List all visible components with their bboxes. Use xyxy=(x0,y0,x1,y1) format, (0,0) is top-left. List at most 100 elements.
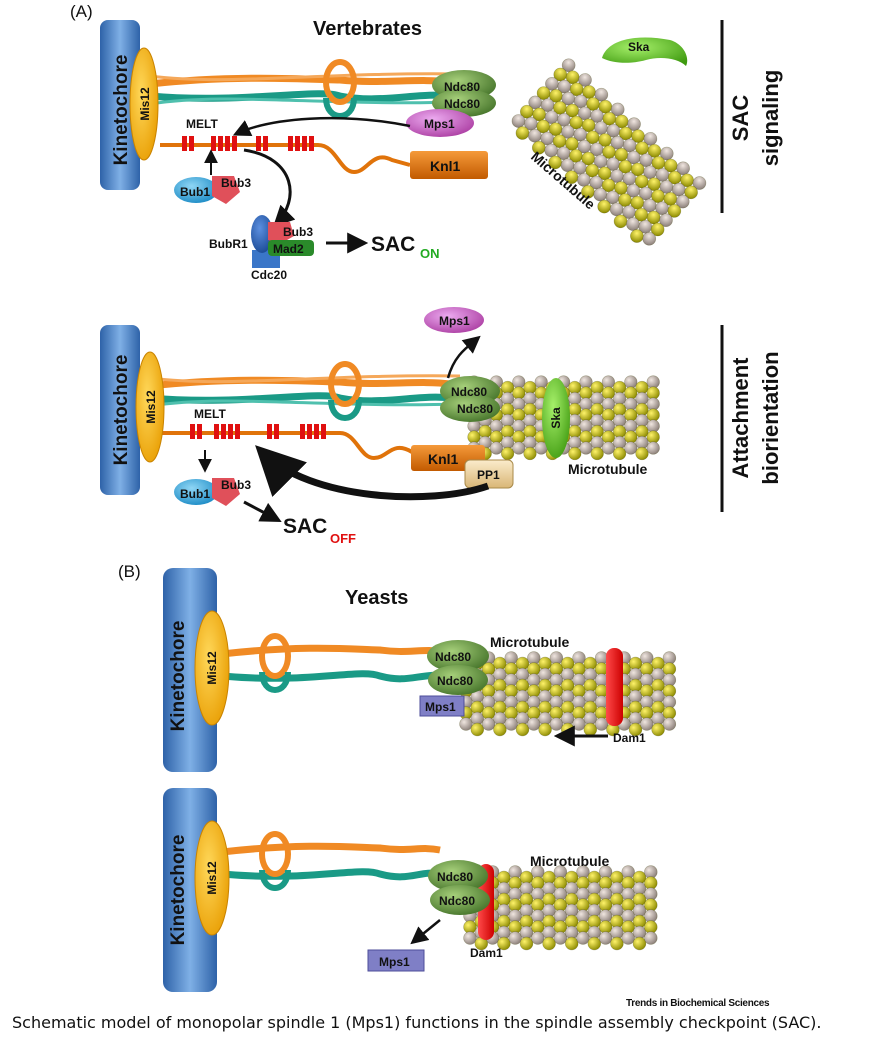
orange-fiber-2 xyxy=(149,374,461,384)
teal-fiber xyxy=(221,868,441,881)
kinetochore-label: Kinetochore xyxy=(111,55,132,166)
panel-a-top: MELT Knl1 Kinetochore Mis12 Ndc80 Ndc80 … xyxy=(100,20,707,282)
tubulin-bead xyxy=(527,717,541,731)
tubulin-bead xyxy=(646,441,660,455)
tubulin-bead xyxy=(532,140,546,155)
mis12-ellipse xyxy=(135,351,165,463)
mis12-label: Mis12 xyxy=(205,651,219,685)
mps1-box xyxy=(419,695,465,717)
mps1-label: Mps1 xyxy=(379,955,410,969)
ndc80-head-2 xyxy=(430,885,490,915)
figure-caption: Schematic model of monopolar spindle 1 (… xyxy=(12,1013,822,1032)
tubulin-bead xyxy=(576,931,590,945)
mps1-release-arrow xyxy=(446,335,481,379)
bub3-pentagon xyxy=(212,478,240,506)
microtubule-label-a2: Microtubule xyxy=(568,461,648,477)
tubulin-bead xyxy=(508,931,522,945)
mps1-box xyxy=(367,949,425,972)
mps1-label: Mps1 xyxy=(424,117,455,131)
ndc80-head-1 xyxy=(427,640,489,672)
bub3-2-pentagon xyxy=(268,222,294,244)
ska-label-top: Ska xyxy=(628,40,650,54)
mps1-oval-released xyxy=(424,307,484,333)
mad2-label: Mad2 xyxy=(273,242,304,256)
hinge-loop-orange xyxy=(259,831,291,877)
ndc80-label-2: Ndc80 xyxy=(439,894,475,908)
tubulin-bead xyxy=(628,722,643,737)
dam1-label: Dam1 xyxy=(470,946,503,960)
ska-label-band: Ska xyxy=(549,407,563,429)
panel-a-bottom: MELT Ska Microtubule Knl1 PP1 Kinetochor… xyxy=(100,307,660,546)
mps1-label: Mps1 xyxy=(425,700,456,714)
tubulin-bead xyxy=(542,936,556,951)
mps1-oval xyxy=(406,109,474,137)
mis12-ellipse xyxy=(194,610,230,726)
side-label-signaling: signaling xyxy=(758,70,783,167)
tubulin-bead xyxy=(581,185,595,199)
journal-credit: Trends in Biochemical Sciences xyxy=(626,998,770,1009)
sac-off-state: OFF xyxy=(330,531,356,546)
pp1-box xyxy=(464,459,514,489)
tubulin-bead xyxy=(626,217,640,231)
panel-b-bottom: Microtubule Dam1 Kinetochore Mis12 Ndc80… xyxy=(163,788,658,992)
hinge-loop-orange xyxy=(259,633,291,679)
side-label-attachment: Attachment xyxy=(728,357,753,479)
knl1-box xyxy=(410,151,488,179)
teal-fiber xyxy=(149,90,451,103)
tubulin-bead xyxy=(538,722,552,737)
ndc80-label-1: Ndc80 xyxy=(451,385,487,399)
ndc80-label-1: Ndc80 xyxy=(435,650,471,664)
tubulin-bead xyxy=(512,441,526,455)
tubulin-bead xyxy=(564,170,579,184)
tubulin-bead xyxy=(519,936,534,951)
tubulin-bead xyxy=(515,722,530,737)
bub1-label: Bub1 xyxy=(180,487,210,501)
tubulin-bead xyxy=(572,717,586,731)
bub3-label: Bub3 xyxy=(221,478,251,492)
tubulin-bead xyxy=(560,158,575,172)
mps1-release-arrow xyxy=(410,919,441,945)
microtubule-label-b2: Microtubule xyxy=(530,853,610,869)
tubulin-bead xyxy=(553,931,568,945)
mad2-shape xyxy=(268,240,314,256)
tubulin-bead xyxy=(593,187,608,202)
orange-fiber xyxy=(221,842,441,856)
hinge-loop-teal xyxy=(328,399,362,421)
heading-yeasts: Yeasts xyxy=(345,587,408,609)
tubulin-bead xyxy=(531,931,545,945)
tubulin-bead xyxy=(504,717,518,731)
ndc80-label-2: Ndc80 xyxy=(444,97,480,111)
teal-fiber-2 xyxy=(149,97,461,106)
tubulin-bead xyxy=(459,717,473,731)
sac-off-arrow xyxy=(243,500,282,522)
pp1-dephospho-arrow xyxy=(255,445,490,501)
bub3-label: Bub3 xyxy=(221,176,251,190)
panel-b-label: (B) xyxy=(118,562,141,581)
panel-b-top: Microtubule Dam1 Kinetochore Mis12 Ndc80… xyxy=(163,568,677,772)
hinge-loop-teal xyxy=(259,671,291,693)
ndc80-label-2: Ndc80 xyxy=(457,402,493,416)
tubulin-bead xyxy=(587,936,601,951)
microtubule-diagonal xyxy=(511,58,707,246)
tubulin-bead xyxy=(564,936,579,951)
kinetochore-label: Kinetochore xyxy=(168,835,189,946)
tubulin-bead xyxy=(583,722,597,737)
heading-vertebrates: Vertebrates xyxy=(313,18,422,40)
bubr1-blob xyxy=(251,215,273,253)
knl1-label: Knl1 xyxy=(428,451,459,467)
bub3-2-label: Bub3 xyxy=(283,225,313,239)
ska-band xyxy=(542,378,570,458)
kinetochore-bar xyxy=(100,20,140,190)
tubulin-bead xyxy=(612,446,627,461)
mis12-label: Mis12 xyxy=(205,861,219,895)
ndc80-head-2 xyxy=(440,394,500,422)
hinge-loop-teal xyxy=(259,869,291,891)
tubulin-bead xyxy=(463,931,477,945)
orange-fiber-2 xyxy=(149,72,461,82)
tubulin-bead xyxy=(601,441,616,455)
tubulin-bead xyxy=(544,143,558,158)
mis12-ellipse xyxy=(129,47,159,161)
tubulin-bead xyxy=(528,128,542,143)
kinetochore-label: Kinetochore xyxy=(168,621,189,732)
bub3-pentagon xyxy=(212,176,240,204)
